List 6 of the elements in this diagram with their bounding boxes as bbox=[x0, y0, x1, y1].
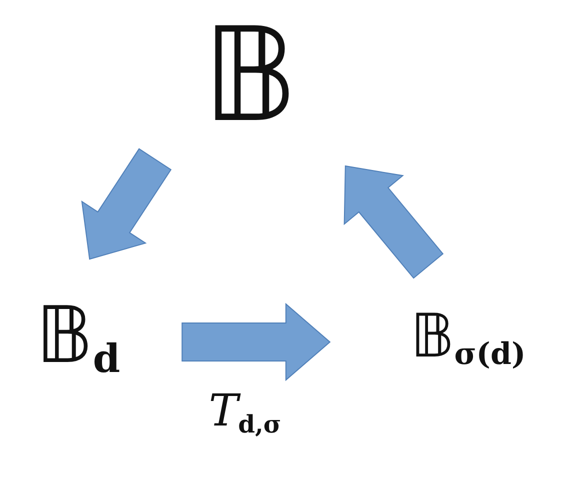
block-arrow bbox=[182, 302, 331, 382]
math-symbol: 𝔹$_{d}$ bbox=[36, 297, 120, 379]
block-arrow bbox=[344, 165, 444, 279]
math-symbol: 𝔹$_{σ(d)}$ bbox=[410, 306, 526, 370]
math-symbol: 𝔹 bbox=[202, 10, 298, 140]
block-arrow bbox=[81, 148, 172, 260]
